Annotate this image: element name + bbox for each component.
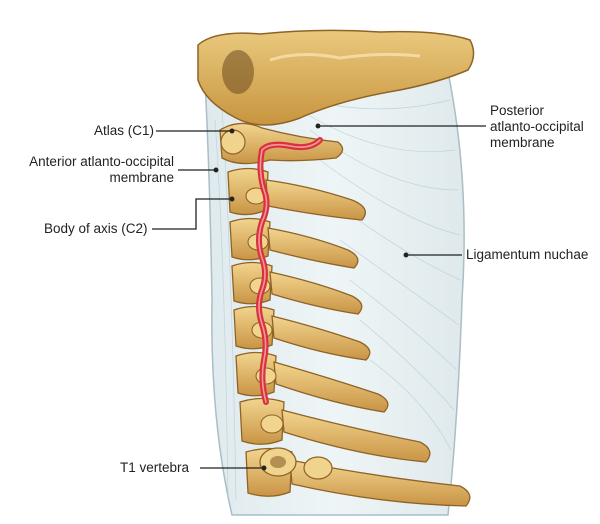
label-atlas: Atlas (C1) <box>93 123 154 138</box>
label-anterior-atlanto-occipital-membrane: Anterior atlanto-occipital membrane <box>29 154 174 185</box>
occipital-condyle <box>222 50 254 94</box>
t1-vertebra <box>259 447 333 480</box>
label-body-of-axis: Body of axis (C2) <box>44 221 148 236</box>
label-t1-vertebra: T1 vertebra <box>120 460 190 475</box>
leader-lines <box>152 123 486 471</box>
label-ligamentum-nuchae: Ligamentum nuchae <box>466 247 589 262</box>
spinous-processes <box>265 179 471 507</box>
label-posterior-atlanto-occipital-membrane: Posterior atlanto-occipital membrane <box>490 103 584 150</box>
leader-axis <box>152 198 232 230</box>
